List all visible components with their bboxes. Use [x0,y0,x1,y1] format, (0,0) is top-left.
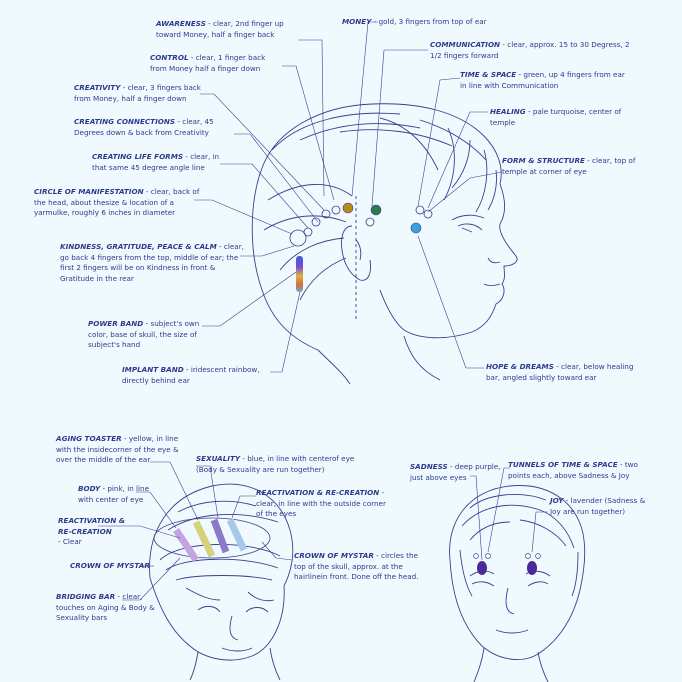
label-kindness: KINDNESS, GRATITUDE, PEACE & CALM - clea… [60,242,244,284]
label-circle-manifestation: CIRCLE OF MANIFESTATION - clear, back of… [34,187,202,219]
front-view-markers [474,554,541,575]
creativity-title: CREATIVITY [74,83,121,92]
label-creativity: CREATIVITY - clear, 3 fingers back from … [74,83,214,104]
communication-title: COMMUNICATION [430,40,500,49]
circle-manifestation-title: CIRCLE OF MANIFESTATION [34,187,144,196]
label-healing: HEALING - pale turquoise, center of temp… [490,107,640,128]
side-profile-head [252,104,517,384]
label-implant-band: IMPLANT BAND - iridescent rainbow, direc… [122,365,276,386]
label-creating-life-forms: CREATING LIFE FORMS - clear, in that sam… [92,152,220,173]
label-power-band: POWER BAND - subject's own color, base o… [88,319,204,351]
label-creating-connections: CREATING CONNECTIONS - clear, 45 Degrees… [74,117,234,138]
joy-title: JOY [550,496,563,505]
top-view-bands [154,518,270,560]
label-body: BODY - pink, in line with center of eye [78,484,158,505]
form-structure-title: FORM & STRUCTURE [502,156,585,165]
crown-left-title: CROWN OF MYSTAR [70,561,150,570]
label-aging-toaster: AGING TOASTER - yellow, in line with the… [56,434,186,466]
sexuality-title: SEXUALITY [196,454,240,463]
reactivation-left-desc: - Clear [58,537,82,546]
label-bridging-bar: BRIDGING BAR - clear, touches on Aging &… [56,592,156,624]
time-space-title: TIME & SPACE [460,70,516,79]
label-crown-right: CROWN OF MYSTAR - circles the top of the… [294,551,422,583]
money-desc: - gold, 3 fingers from top of ear [371,17,486,26]
bridging-bar-title: BRIDGING BAR [56,592,115,601]
reactivation-outer-title: REACTIVATION & RE-CREATION [256,488,379,497]
sadness-title: SADNESS [410,462,448,471]
label-awareness: AWARENESS - clear, 2nd finger up toward … [156,19,306,40]
side-chakra-markers [290,203,432,292]
money-title: MONEY [342,17,371,26]
power-band-title: POWER BAND [88,319,143,328]
creating-connections-title: CREATING CONNECTIONS [74,117,175,126]
implant-band-title: IMPLANT BAND [122,365,184,374]
crown-right-title: CROWN OF MYSTAR [294,551,374,560]
kindness-title: KINDNESS, GRATITUDE, PEACE & CALM [60,242,217,251]
label-crown-left: CROWN OF MYSTAR [70,561,160,572]
label-reactivation-outer: REACTIVATION & RE-CREATION - clear, in l… [256,488,386,520]
awareness-title: AWARENESS [156,19,206,28]
label-sadness: SADNESS - deep purple, just above eyes [410,462,502,483]
label-time-space: TIME & SPACE - green, up 4 fingers from … [460,70,630,91]
label-sexuality: SEXUALITY - blue, in line with centerof … [196,454,356,475]
reactivation-left-title: REACTIVATION & RE-CREATION [58,516,125,536]
healing-title: HEALING [490,107,526,116]
label-hope-dreams: HOPE & DREAMS - clear, below healing bar… [486,362,646,383]
label-money: MONEY - gold, 3 fingers from top of ear [342,17,512,28]
joy-desc: - lavender (Sadness & Joy are run togeth… [550,496,645,516]
label-joy: JOY - lavender (Sadness & Joy are run to… [550,496,646,517]
creating-life-forms-title: CREATING LIFE FORMS [92,152,183,161]
tunnels-title: TUNNELS OF TIME & SPACE [508,460,618,469]
body-title: BODY [78,484,100,493]
aging-toaster-title: AGING TOASTER [56,434,122,443]
label-tunnels: TUNNELS OF TIME & SPACE - two points eac… [508,460,658,481]
label-form-structure: FORM & STRUCTURE - clear, top of temple … [502,156,652,177]
label-communication: COMMUNICATION - clear, approx. 15 to 30 … [430,40,640,61]
hope-dreams-title: HOPE & DREAMS [486,362,554,371]
control-title: CONTROL [150,53,189,62]
label-control: CONTROL - clear, 1 finger back from Mone… [150,53,274,74]
label-reactivation-left: REACTIVATION & RE-CREATION- Clear [58,516,128,548]
